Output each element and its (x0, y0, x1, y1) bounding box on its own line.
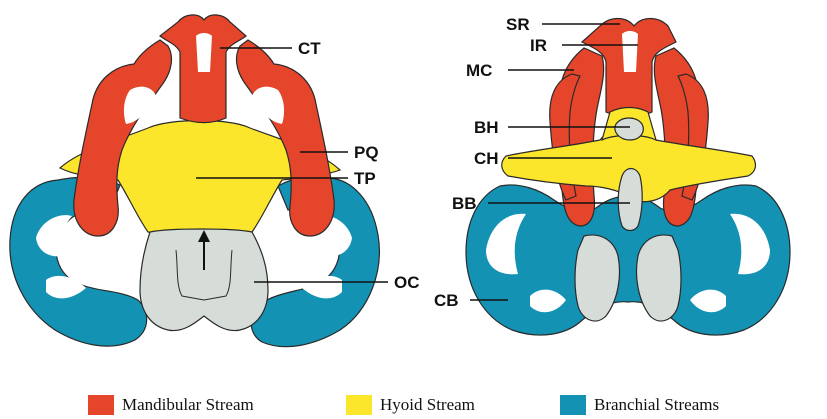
legend-label-hyoid: Hyoid Stream (380, 395, 475, 415)
basibranchial (618, 169, 642, 231)
legend-swatch-mandibular (88, 395, 114, 415)
label-cb: CB (434, 291, 459, 310)
right-ventral-grey-right (637, 235, 682, 321)
legend-item-mandibular: Mandibular Stream (88, 393, 254, 417)
label-bb: BB (452, 194, 477, 213)
legend-item-branchial: Branchial Streams (560, 393, 719, 417)
label-pq: PQ (354, 143, 379, 162)
left-skull-figure (10, 15, 380, 347)
basihyal (615, 118, 643, 140)
legend: Mandibular Stream Hyoid Stream Branchial… (0, 393, 827, 417)
legend-swatch-hyoid (346, 395, 372, 415)
legend-item-hyoid: Hyoid Stream (346, 393, 475, 417)
label-bh: BH (474, 118, 499, 137)
label-ct: CT (298, 39, 321, 58)
label-ir: IR (530, 36, 547, 55)
label-mc: MC (466, 61, 492, 80)
legend-label-mandibular: Mandibular Stream (122, 395, 254, 415)
legend-swatch-branchial (560, 395, 586, 415)
label-ch: CH (474, 149, 499, 168)
label-tp: TP (354, 169, 376, 188)
label-oc: OC (394, 273, 420, 292)
right-ventral-grey-left (575, 235, 620, 321)
right-skull-figure (466, 19, 790, 336)
label-sr: SR (506, 15, 530, 34)
legend-label-branchial: Branchial Streams (594, 395, 719, 415)
